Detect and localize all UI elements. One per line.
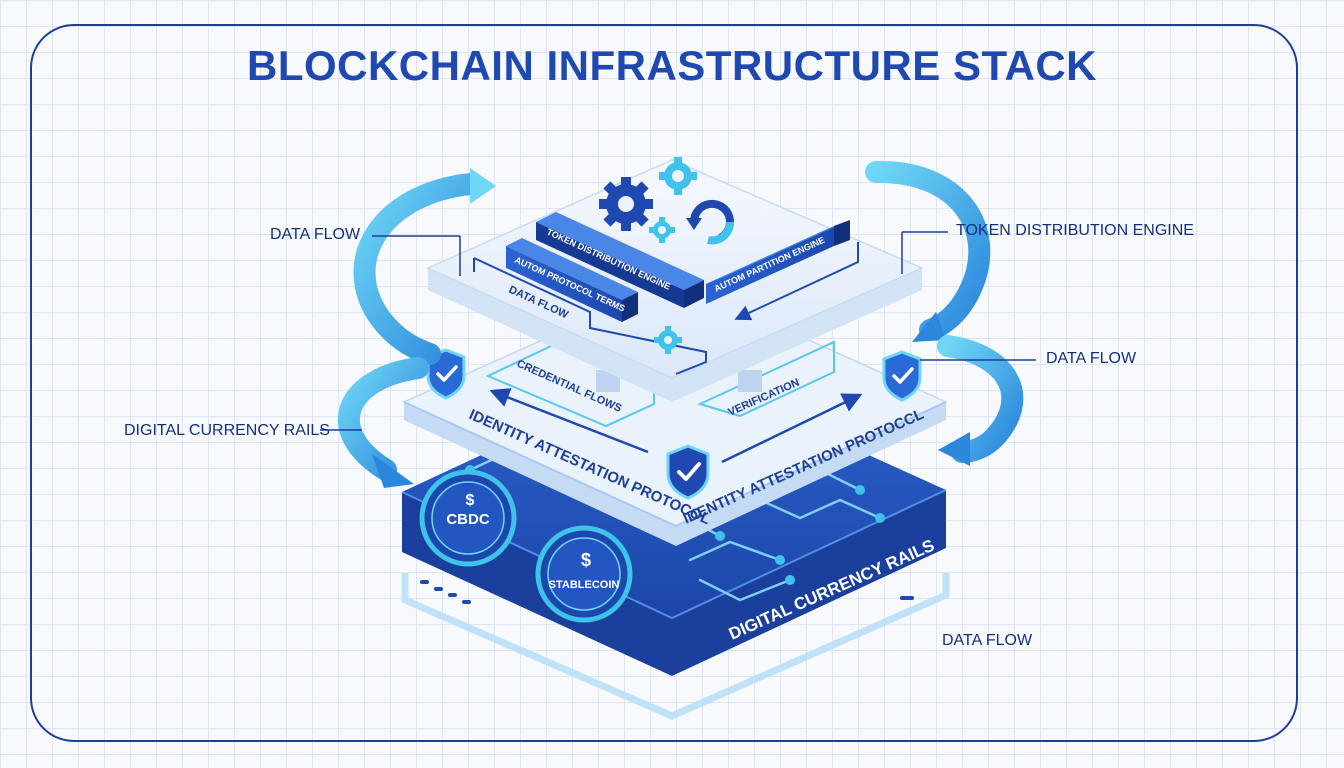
shield-check-icon [666,444,710,500]
stablecoin-label: STABLECOIN [549,579,620,591]
callout-data-flow-right: DATA FLOW [1046,350,1137,367]
gear-icon [649,217,675,243]
diagram-frame [30,24,1298,742]
flow-arrow-top-right [865,160,991,342]
base-outline [401,573,950,720]
callout-leaders [320,231,1036,431]
callout-data-flow-bottom: DATA FLOW [942,632,1033,649]
gear-icon [599,177,653,231]
cbdc-coin: $ CBDC [419,469,517,567]
top-panel-3 [706,220,850,304]
gear-icon [654,326,682,354]
status-dots [420,580,914,604]
cbdc-label: CBDC [446,511,489,528]
callout-data-flow-left: DATA FLOW [270,226,361,243]
shield-check-icon [882,350,922,402]
refresh-icon [686,199,734,245]
top-panel-1 [536,212,704,308]
flow-arrow-bottom-right [937,335,1024,466]
diagram-title: BLOCKCHAIN INFRASTRUCTURE STACK [246,42,1097,89]
gear-icon [659,157,697,195]
dollar-icon: $ [581,550,591,570]
callout-token-distribution-engine: TOKEN DISTRIBUTION ENGINE [956,222,1194,239]
flow-arrow-bottom-left [337,357,429,488]
stablecoin-coin: $ STABLECOIN [535,525,633,623]
top-panel-2 [506,238,638,322]
callout-digital-currency-rails: DIGITAL CURRENCY RAILS [124,422,330,439]
flow-arrow-top-left [353,168,496,365]
dollar-icon: $ [466,492,475,509]
